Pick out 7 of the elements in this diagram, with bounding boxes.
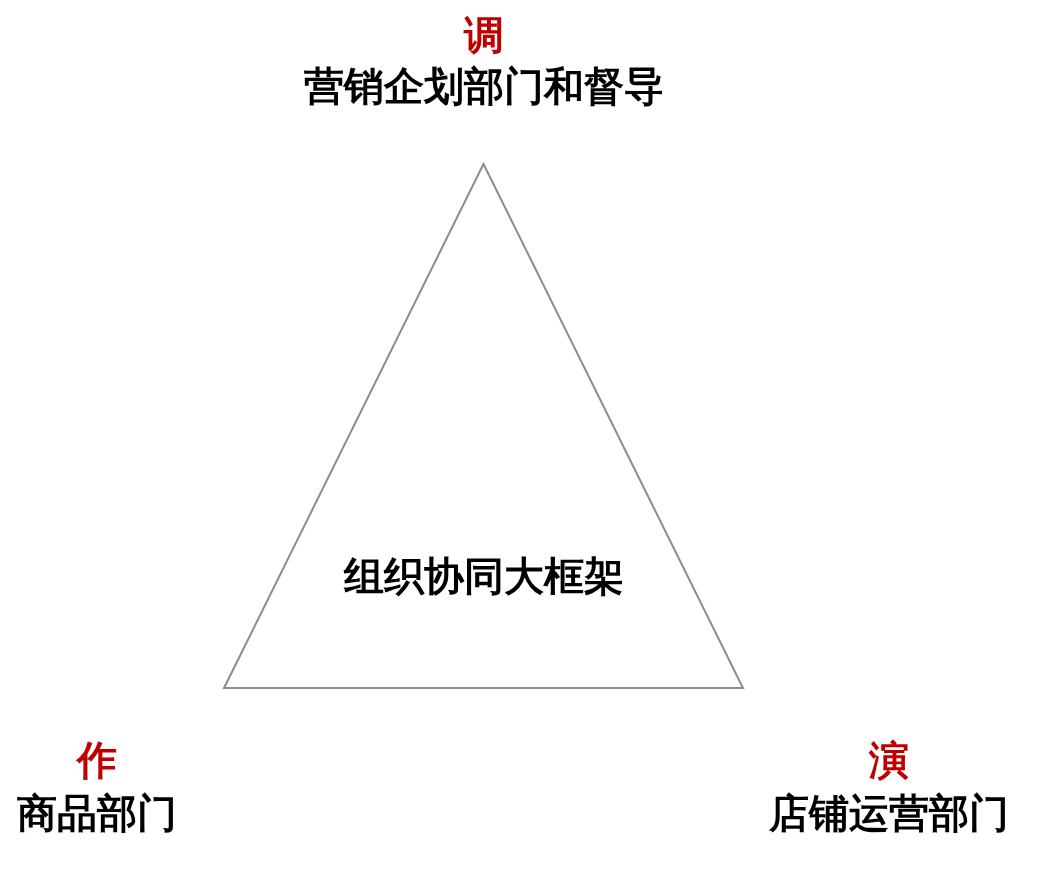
node-title: 组织协同大框架 (343, 553, 624, 599)
department-label: 商品部门 (17, 790, 177, 836)
role-character: 演 (869, 737, 909, 783)
department-label: 营销企划部门和督导 (304, 63, 664, 109)
department-label: 店铺运营部门 (769, 790, 1009, 836)
role-character: 调 (464, 12, 504, 58)
role-character: 作 (77, 737, 117, 783)
